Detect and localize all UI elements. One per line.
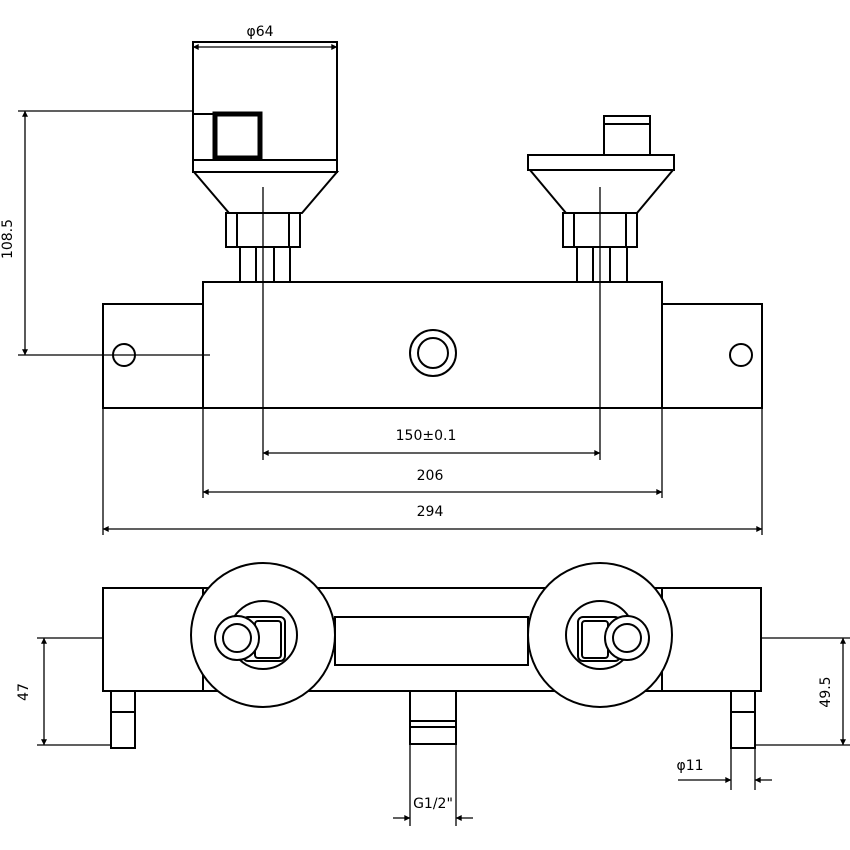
dim-inlet-centres-label: 150±0.1 <box>396 428 457 444</box>
left-handle-square-insert <box>212 111 263 161</box>
valve-body <box>202 281 663 409</box>
right-wall-bracket <box>661 303 763 409</box>
dim-outlet-thread: G1/2" <box>393 744 473 826</box>
dim-height: 108.5 <box>0 110 210 356</box>
right-handle <box>527 115 676 283</box>
front-view: φ64 108.5 150±0.1 206 294 <box>0 24 763 535</box>
outlet-pipe <box>409 690 457 745</box>
right-handle-spindle <box>603 115 651 156</box>
dim-overall-length: 294 <box>102 408 763 535</box>
centre-button-outer <box>409 329 457 377</box>
dim-body-length-label: 206 <box>417 468 444 484</box>
dim-leg-diameter-label: φ11 <box>676 758 703 774</box>
dim-handle-diameter-label: φ64 <box>246 24 273 40</box>
right-mounting-hole <box>729 343 753 367</box>
left-leg <box>110 690 136 749</box>
dim-right-height: 49.5 <box>755 637 850 746</box>
dim-left-height: 47 <box>16 637 111 746</box>
bottom-centre-bar <box>334 616 529 666</box>
dim-overall-length-label: 294 <box>417 504 444 520</box>
dim-left-height-label: 47 <box>16 683 32 701</box>
dim-handle-diameter: φ64 <box>192 24 338 50</box>
dim-height-label: 108.5 <box>0 219 16 259</box>
left-handle <box>191 41 340 283</box>
bottom-right-handle <box>527 562 673 708</box>
dim-leg-diameter: φ11 <box>676 748 772 790</box>
dim-body-length: 206 <box>202 408 663 498</box>
bottom-view: 47 49.5 φ11 G1/2" <box>16 562 850 826</box>
dim-right-height-label: 49.5 <box>818 676 834 707</box>
centre-button-inner <box>417 337 449 369</box>
dim-inlet-centres: 150±0.1 <box>262 428 601 456</box>
left-wall-bracket <box>102 303 204 409</box>
bottom-left-handle <box>190 562 336 708</box>
right-leg <box>730 690 756 749</box>
dim-outlet-thread-label: G1/2" <box>413 796 453 812</box>
